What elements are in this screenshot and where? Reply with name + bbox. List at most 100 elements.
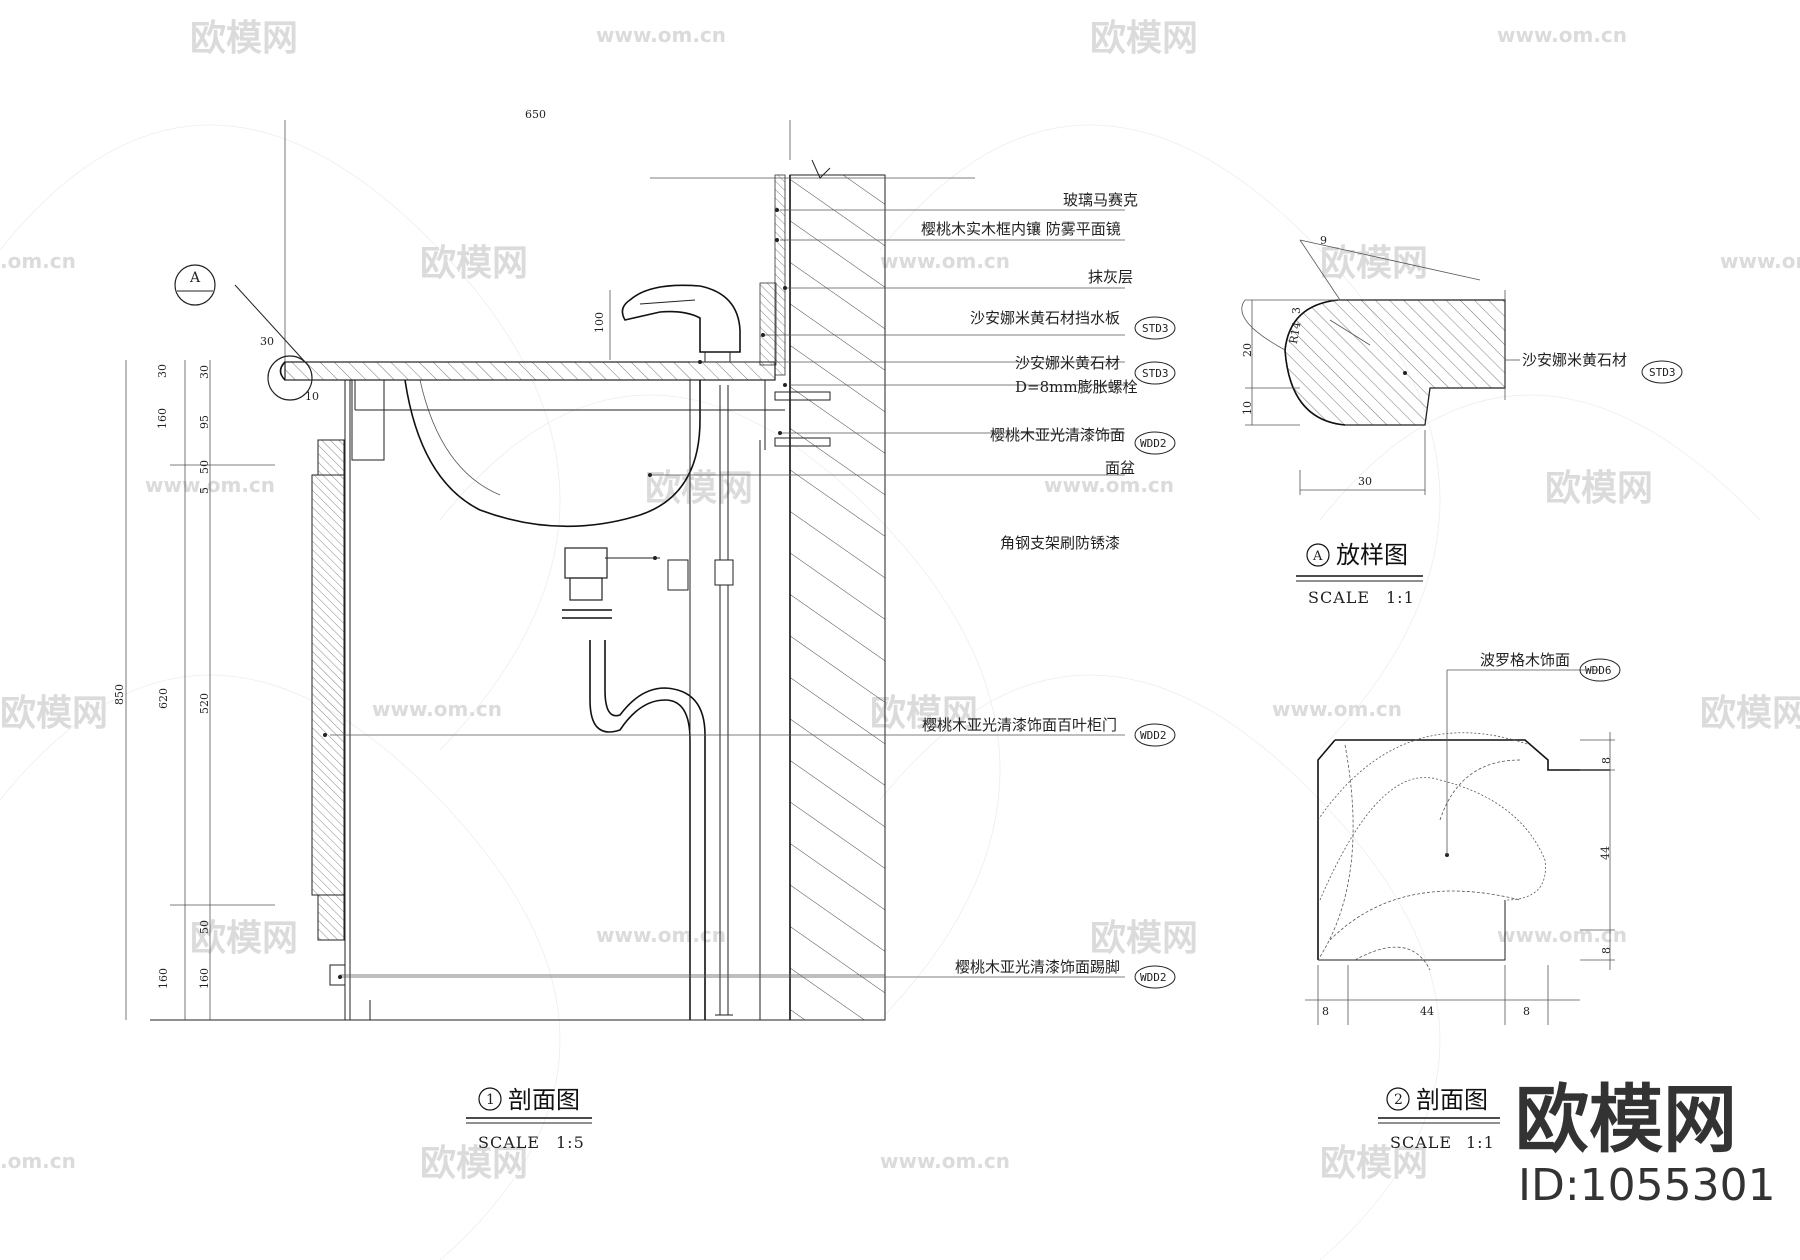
brand-block: 欧模网 ID:1055301 xyxy=(1515,1077,1776,1211)
section-2-scale-value: 1:1 xyxy=(1466,1133,1495,1152)
dim-inner-95: 95 xyxy=(198,415,211,429)
watermark-url: .om.cn xyxy=(0,249,76,273)
code-wdd2-c: WDD2 xyxy=(1140,971,1167,984)
section-2-scale-label: SCALE xyxy=(1390,1133,1452,1152)
wall-hatch xyxy=(789,174,886,1021)
watermark-brand: 欧模网 xyxy=(1090,18,1198,59)
backsplash-stone xyxy=(759,282,777,366)
code-std3-a: STD3 xyxy=(1142,322,1169,335)
detail-a-scale-value: 1:1 xyxy=(1386,588,1415,607)
faucet-icon xyxy=(621,284,741,362)
dim-10: 10 xyxy=(305,390,319,403)
annotation-glass-mosaic: 玻璃马赛克 xyxy=(1063,191,1138,209)
annotation-mirror: 樱桃木实木框内镶 防雾平面镜 xyxy=(921,220,1121,238)
watermark-url: www.om.cn xyxy=(596,923,726,947)
mosaic-layer xyxy=(774,174,786,376)
watermark-url: www.om.cn xyxy=(1497,23,1627,47)
detail-a-title-block: A 放样图 SCALE 1:1 xyxy=(1296,541,1423,607)
dim-left-620: 620 xyxy=(157,688,170,709)
watermark-brand: 欧模网 xyxy=(1090,918,1198,959)
annotation-louver-door: 樱桃木亚光清漆饰面百叶柜门 xyxy=(922,716,1117,734)
dim-left-outer-30: 30 xyxy=(156,364,169,378)
section-2-dim-right-44: 44 xyxy=(1599,846,1612,860)
dim-inner-50b: 50 xyxy=(198,920,211,934)
anchor-bolt xyxy=(774,437,831,447)
dim-inner-160: 160 xyxy=(198,968,211,989)
annotation-stone: 沙安娜米黄石材 xyxy=(1015,354,1120,372)
detail-a-callout-circle xyxy=(267,355,313,401)
detail-a-tag-letter: A xyxy=(189,270,201,286)
section-2-dim-right-8b: 8 xyxy=(1600,947,1613,954)
brand-logo-text: 欧模网 xyxy=(1515,1077,1737,1163)
section-2-dim-right-8a: 8 xyxy=(1600,757,1613,764)
dim-inner-30: 30 xyxy=(198,365,211,379)
section-1-drawing: 650 A 30 10 100 xyxy=(113,108,1125,1021)
section-1-number: 1 xyxy=(486,1092,495,1108)
detail-a-code: STD3 xyxy=(1649,366,1676,379)
dim-width-label: 650 xyxy=(525,108,546,121)
front-frame-box xyxy=(351,379,385,461)
watermark-url: www.om.cn xyxy=(1272,697,1402,721)
dim-30: 30 xyxy=(260,335,274,348)
watermark-url: www.om.cn xyxy=(1044,473,1174,497)
basin-bowl xyxy=(354,379,785,528)
watermark-layer: www.om.cn www.om.cn .om.cn www.om.cn www… xyxy=(0,18,1800,1260)
section-2-number: 2 xyxy=(1394,1092,1403,1108)
annotation-basin: 面盆 xyxy=(1105,459,1135,477)
section-2-drawing: 8 44 8 8 44 8 波罗格木饰面 WDD6 xyxy=(1305,651,1621,1025)
detail-a-dim-30: 30 xyxy=(1358,475,1372,488)
annotation-skirting: 樱桃木亚光清漆饰面踢脚 xyxy=(955,958,1120,976)
drain-trap-pipe xyxy=(562,547,706,1020)
detail-a-dim-3: 3 xyxy=(1290,307,1303,314)
detail-a-title: 放样图 xyxy=(1336,541,1408,569)
watermark-brand: 欧模网 xyxy=(1700,693,1800,734)
detail-a-dim-9: 9 xyxy=(1320,234,1327,247)
section-2-dim-bottom-8a: 8 xyxy=(1322,1005,1329,1018)
dim-left-outer-160: 160 xyxy=(156,408,169,429)
section-2-dim-bottom-8b: 8 xyxy=(1523,1005,1530,1018)
watermark-brand: 欧模网 xyxy=(1320,243,1428,284)
code-std3-b: STD3 xyxy=(1142,367,1169,380)
louvered-door xyxy=(311,474,345,896)
detail-a-dim-10: 10 xyxy=(1241,401,1254,415)
watermark-url: www.om.cn xyxy=(880,249,1010,273)
detail-a-dim-20: 20 xyxy=(1241,343,1254,357)
watermark-brand: 欧模网 xyxy=(1320,1143,1428,1184)
dim-left-160: 160 xyxy=(157,968,170,989)
door-top-rail xyxy=(317,439,345,476)
code-wdd2-a: WDD2 xyxy=(1140,437,1167,450)
watermark-brand: 欧模网 xyxy=(420,243,528,284)
brand-id: ID:1055301 xyxy=(1518,1160,1776,1211)
anchor-bolt xyxy=(774,391,831,401)
detail-a-dim-r14: R14 xyxy=(1287,321,1304,345)
annotation-backsplash: 沙安娜米黄石材挡水板 xyxy=(970,309,1120,327)
section-1-scale-label: SCALE xyxy=(478,1133,540,1152)
code-wdd2-b: WDD2 xyxy=(1140,729,1167,742)
watermark-url: www.om.cn xyxy=(1497,923,1627,947)
section-1-title-block: 1 剖面图 SCALE 1:5 xyxy=(466,1086,592,1152)
dim-inner-520: 520 xyxy=(198,693,211,714)
watermark-brand: 欧模网 xyxy=(420,1143,528,1184)
dim-inner-5: 5 xyxy=(198,487,211,494)
section-2-dim-bottom-44: 44 xyxy=(1420,1005,1434,1018)
watermark-brand: 欧模网 xyxy=(190,18,298,59)
watermark-url: www.om.cn xyxy=(880,1149,1010,1173)
detail-a-drawing: 9 R14 20 3 10 30 沙安娜米黄石材 STD3 xyxy=(1241,234,1683,495)
dim-left-850: 850 xyxy=(113,684,126,705)
annotation-cherry-finish: 樱桃木亚光清漆饰面 xyxy=(990,426,1125,444)
door-bottom-rail xyxy=(317,894,345,941)
section-1-scale-value: 1:5 xyxy=(556,1133,585,1152)
detail-a-tag-circle xyxy=(174,264,216,306)
section-1-title: 剖面图 xyxy=(508,1086,580,1114)
annotation-angle-bracket: 角钢支架刷防锈漆 xyxy=(1000,534,1120,552)
dim-faucet-height: 100 xyxy=(593,312,606,333)
section-2-code: WDD6 xyxy=(1585,664,1612,677)
watermark-brand: 欧模网 xyxy=(190,918,298,959)
detail-a-scale-label: SCALE xyxy=(1308,588,1370,607)
section-2-annotation: 波罗格木饰面 xyxy=(1480,651,1570,669)
watermark-url: www.om.cn xyxy=(372,697,502,721)
watermark-url: www.om.cn xyxy=(1720,249,1800,273)
watermark-brand: 欧模网 xyxy=(870,693,978,734)
detail-a-annotation: 沙安娜米黄石材 xyxy=(1522,351,1627,369)
detail-a-title-tag: A xyxy=(1312,549,1323,564)
